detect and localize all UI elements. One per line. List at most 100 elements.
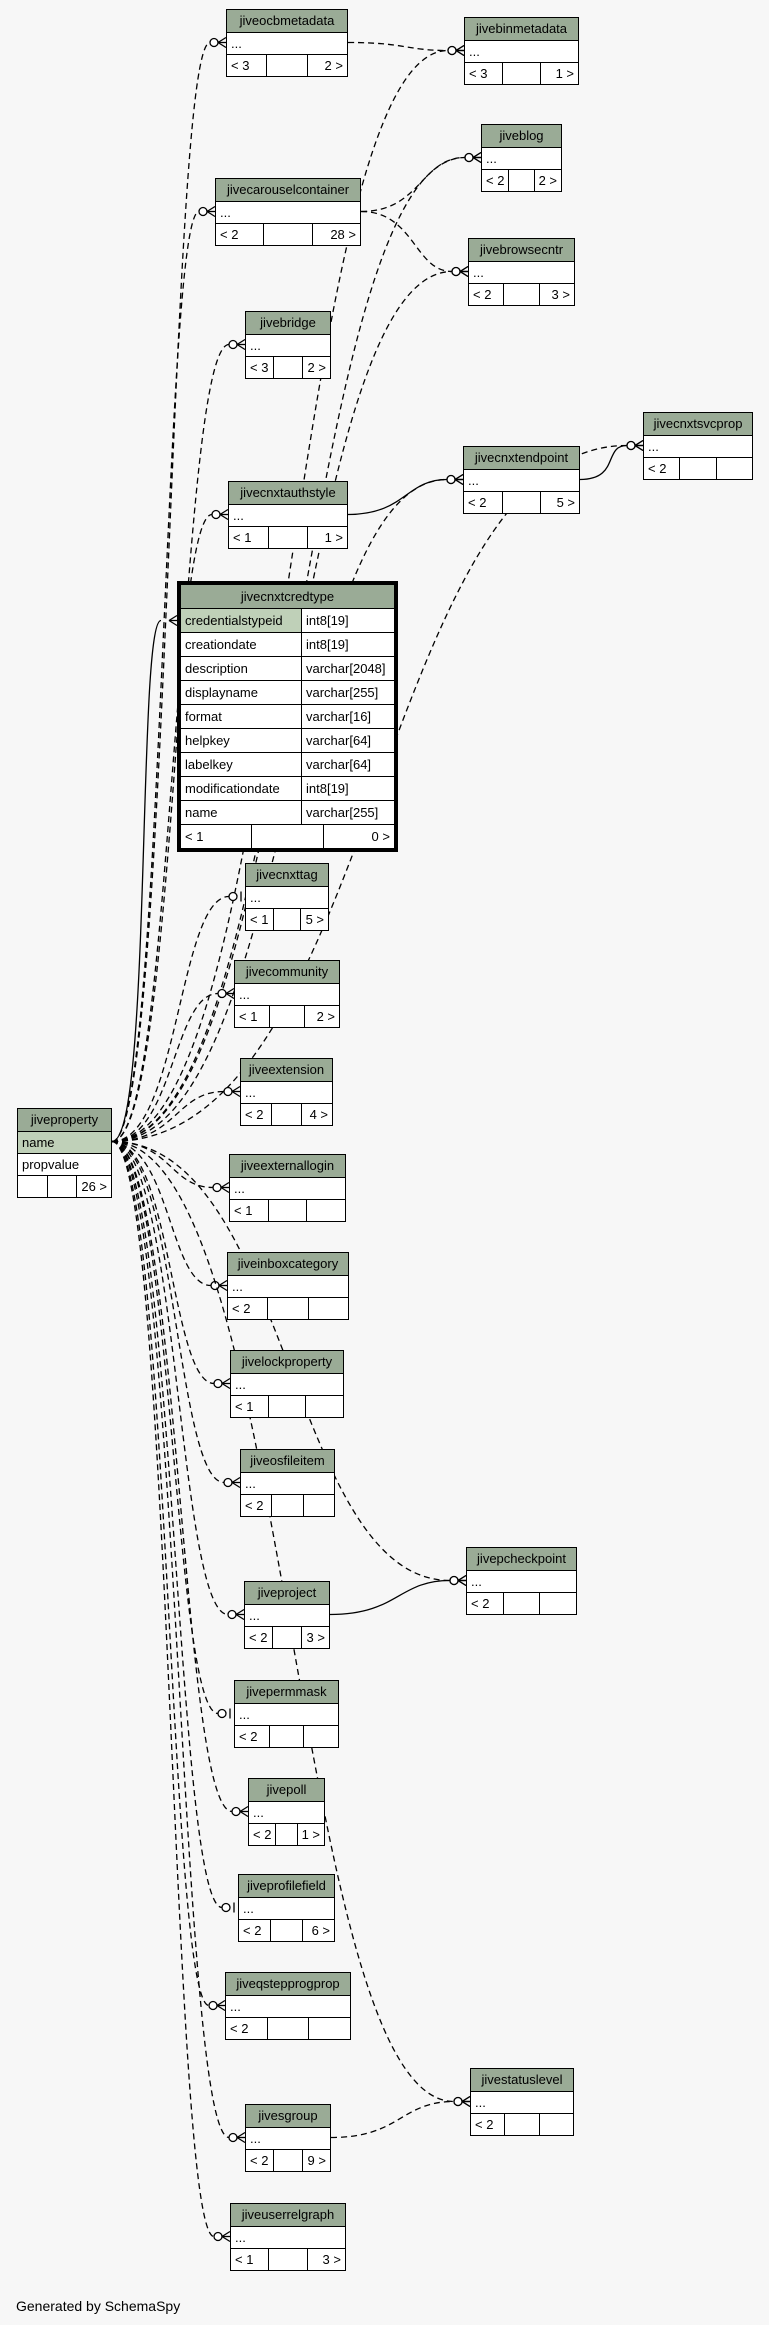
parents-count[interactable]: < 2 [239, 1729, 258, 1744]
parents-count[interactable]: < 2 [232, 1301, 251, 1316]
parents-count[interactable]: < 3 [250, 360, 269, 375]
table-title[interactable]: jiveosfileitem [241, 1450, 334, 1473]
parents-count[interactable] [18, 1176, 47, 1197]
table-title[interactable]: jiveocbmetadata [227, 10, 347, 33]
table-title[interactable]: jivecarouselcontainer [216, 179, 360, 202]
parents-count[interactable]: < 2 [475, 2117, 494, 2132]
children-count[interactable] [538, 2114, 573, 2135]
parents-count[interactable]: < 1 [239, 1009, 258, 1024]
children-count[interactable]: 2 > [306, 55, 347, 76]
parents-count[interactable]: < 2 [245, 1107, 264, 1122]
table-jivecnxtsvcprop[interactable]: jivecnxtsvcprop...< 2 [643, 412, 753, 480]
table-title[interactable]: jivecnxtauthstyle [229, 482, 347, 505]
children-count[interactable]: 3 > [300, 1627, 329, 1648]
table-title[interactable]: jivebinmetadata [465, 18, 578, 41]
parents-count[interactable]: < 1 [185, 829, 204, 844]
children-count[interactable]: 4 > [301, 1104, 332, 1125]
table-title[interactable]: jivecnxtsvcprop [644, 413, 752, 436]
parents-count[interactable]: < 2 [243, 1923, 262, 1938]
children-count[interactable]: 3 > [306, 2249, 345, 2270]
table-title[interactable]: jiveexternallogin [230, 1155, 345, 1178]
children-count[interactable] [305, 1396, 343, 1417]
children-count[interactable]: 5 > [300, 909, 328, 930]
children-count[interactable] [308, 2018, 350, 2039]
children-count[interactable]: 9 > [301, 2150, 330, 2171]
children-count[interactable] [303, 1726, 338, 1747]
children-count[interactable]: 2 > [301, 357, 330, 378]
table-title[interactable]: jivebrowsecntr [469, 239, 574, 262]
parents-count[interactable]: < 1 [233, 530, 252, 545]
parents-count[interactable]: < 2 [230, 2021, 249, 2036]
parents-count[interactable]: < 2 [468, 495, 487, 510]
parents-count[interactable]: < 2 [245, 1498, 264, 1513]
parents-count[interactable]: < 2 [220, 227, 239, 242]
table-jiveexternallogin[interactable]: jiveexternallogin...< 1 [229, 1154, 346, 1222]
children-count[interactable] [715, 458, 752, 479]
parents-count[interactable]: < 3 [469, 66, 488, 81]
children-count[interactable]: 2 > [304, 1006, 339, 1027]
table-title[interactable]: jivepoll [249, 1779, 324, 1802]
children-count[interactable]: 6 > [302, 1920, 334, 1941]
table-jiveosfileitem[interactable]: jiveosfileitem...< 2 [240, 1449, 335, 1517]
table-title[interactable]: jivepcheckpoint [467, 1548, 576, 1571]
table-title[interactable]: jivelockproperty [231, 1351, 343, 1374]
table-title[interactable]: jiveprofilefield [239, 1875, 334, 1898]
children-count[interactable] [307, 1298, 348, 1319]
table-title[interactable]: jivecnxttag [246, 864, 328, 887]
children-count[interactable] [306, 1200, 345, 1221]
table-title[interactable]: jivecnxtendpoint [464, 447, 579, 470]
table-jivelockproperty[interactable]: jivelockproperty...< 1 [230, 1350, 344, 1418]
children-count[interactable] [302, 1495, 334, 1516]
children-count[interactable]: 1 > [296, 1824, 324, 1845]
parents-count[interactable]: < 1 [235, 2252, 254, 2267]
table-title[interactable]: jiveinboxcategory [228, 1253, 348, 1276]
children-count[interactable]: 1 > [540, 63, 578, 84]
table-title[interactable]: jiveblog [482, 125, 561, 148]
table-title[interactable]: jivecommunity [235, 961, 339, 984]
table-title[interactable]: jivecnxtcredtype [181, 585, 394, 609]
table-title[interactable]: jivestatuslevel [471, 2069, 573, 2092]
table-jivestatuslevel[interactable]: jivestatuslevel...< 2 [470, 2068, 574, 2136]
table-jivepcheckpoint[interactable]: jivepcheckpoint...< 2 [466, 1547, 577, 1615]
table-title[interactable]: jivesgroup [246, 2105, 330, 2128]
children-count[interactable]: 3 > [538, 284, 574, 305]
children-count[interactable]: 5 > [540, 492, 579, 513]
table-jivepermmask[interactable]: jivepermmask...< 2 [234, 1680, 339, 1748]
children-count[interactable]: 26 > [76, 1176, 111, 1197]
parents-count[interactable]: < 2 [473, 287, 492, 302]
parents-count[interactable]: < 1 [250, 912, 269, 927]
parents-count[interactable]: < 1 [235, 1399, 254, 1414]
parents-count[interactable]: < 2 [250, 2153, 269, 2168]
table-title[interactable]: jiveextension [241, 1059, 332, 1082]
children-count[interactable]: 28 > [311, 224, 360, 245]
parents-count[interactable]: < 2 [253, 1827, 272, 1842]
parents-count[interactable]: < 3 [231, 58, 250, 73]
children-count[interactable] [539, 1593, 576, 1614]
parents-count[interactable]: < 1 [234, 1203, 253, 1218]
parents-count[interactable]: < 2 [471, 1596, 490, 1611]
parents-count[interactable]: < 2 [486, 173, 505, 188]
children-count[interactable]: 1 > [307, 527, 347, 548]
table-title[interactable]: jiveproperty [18, 1109, 111, 1132]
table-title[interactable]: jiveqstepprogprop [226, 1973, 350, 1996]
table-title[interactable]: jivepermmask [235, 1681, 338, 1704]
children-count[interactable]: 0 > [322, 825, 394, 848]
